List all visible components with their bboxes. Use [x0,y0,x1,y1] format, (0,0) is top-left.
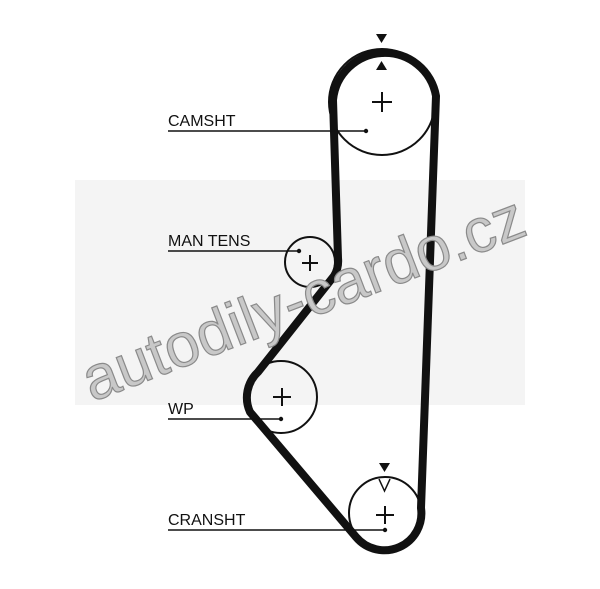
tensioner-label: MAN TENS [168,233,250,250]
camshaft-label: CAMSHT [168,113,236,130]
water-pump-label: WP [168,401,194,418]
crankshaft-label: CRANSHT [168,512,246,529]
camshaft-timing-mark-bottom [376,61,387,70]
camshaft-timing-mark-top [376,34,387,43]
crankshaft-center-cross [376,506,394,524]
crankshaft-timing-mark [379,463,390,472]
tensioner-center-cross [302,255,318,271]
camshaft-center-cross [372,92,392,112]
water-pump-center-cross [273,388,291,406]
crankshaft-pulley-notch [378,478,391,493]
timing-belt [242,48,440,555]
